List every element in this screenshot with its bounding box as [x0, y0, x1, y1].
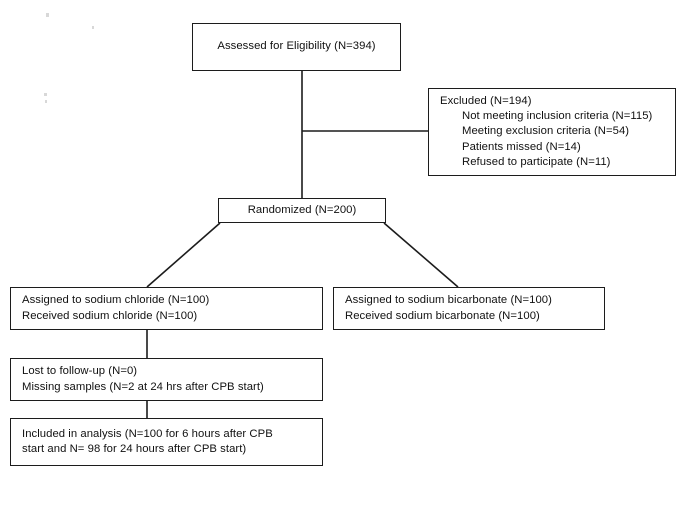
- assessed-for-eligibility-text: Assessed for Eligibility (N=394): [217, 40, 376, 53]
- excluded-reason-not-meeting-inclusion: Not meeting inclusion criteria (N=115): [462, 110, 653, 123]
- included-in-analysis-line-1: Included in analysis (N=100 for 6 hours …: [22, 427, 273, 440]
- scan-speck: [45, 100, 47, 103]
- excluded-reason-meeting-exclusion: Meeting exclusion criteria (N=54): [462, 125, 630, 138]
- lost-to-follow-up-text: Lost to follow-up (N=0): [22, 365, 138, 378]
- follow-up-box: Lost to follow-up (N=0) Missing samples …: [10, 358, 323, 401]
- randomized-text: Randomized (N=200): [247, 203, 357, 216]
- chloride-assigned-text: Assigned to sodium chloride (N=100): [22, 294, 210, 307]
- scan-speck: [46, 13, 49, 17]
- bicarbonate-received-text: Received sodium bicarbonate (N=100): [345, 309, 540, 322]
- scan-speck: [44, 93, 47, 96]
- chloride-received-text: Received sodium chloride (N=100): [22, 309, 198, 322]
- missing-samples-text: Missing samples (N=2 at 24 hrs after CPB…: [22, 380, 264, 393]
- connector-randomized-to-chloride: [146, 222, 221, 288]
- excluded-box: Excluded (N=194) Not meeting inclusion c…: [428, 88, 676, 176]
- included-in-analysis-line-2: start and N= 98 for 24 hours after CPB s…: [22, 443, 247, 455]
- randomized-box: Randomized (N=200): [218, 198, 386, 223]
- excluded-total-text: Excluded (N=194): [440, 94, 532, 107]
- connector-randomized-to-bicarbonate: [383, 222, 459, 288]
- bicarbonate-assigned-text: Assigned to sodium bicarbonate (N=100): [345, 294, 552, 307]
- assessed-for-eligibility-box: Assessed for Eligibility (N=394): [192, 23, 401, 71]
- allocation-sodium-bicarbonate-box: Assigned to sodium bicarbonate (N=100) R…: [333, 287, 605, 330]
- excluded-reason-patients-missed: Patients missed (N=14): [462, 140, 581, 153]
- excluded-reason-refused: Refused to participate (N=11): [462, 155, 611, 168]
- allocation-sodium-chloride-box: Assigned to sodium chloride (N=100) Rece…: [10, 287, 323, 330]
- analysis-box: Included in analysis (N=100 for 6 hours …: [10, 418, 323, 466]
- scan-speck: [92, 26, 94, 29]
